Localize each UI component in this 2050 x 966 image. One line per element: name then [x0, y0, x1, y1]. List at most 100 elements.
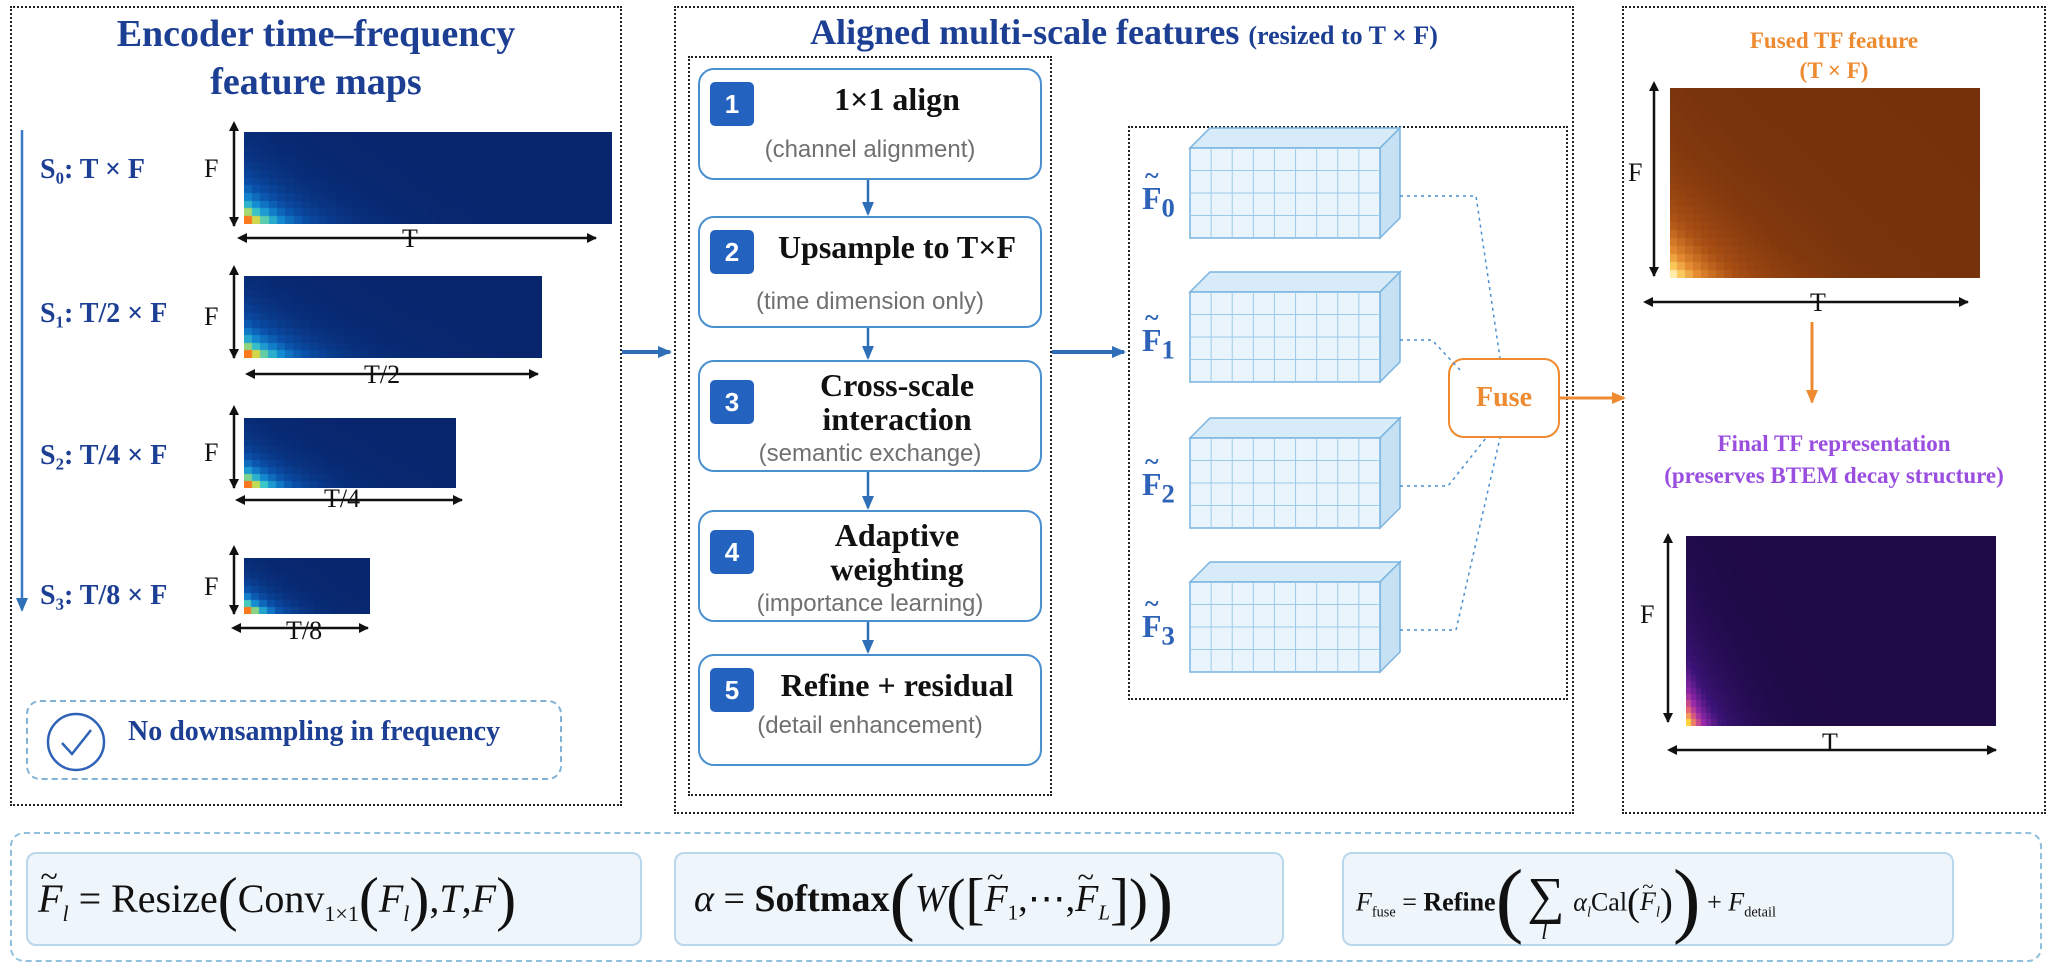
- aligned-features-box: [1128, 126, 1568, 700]
- feature-label-1-sub: 1: [1161, 334, 1175, 365]
- no-downsampling-note: [26, 700, 562, 780]
- feature-map-s1: [244, 276, 542, 358]
- formula-1-resize: Resize: [111, 876, 218, 921]
- output-panel: [1622, 6, 2046, 814]
- alignment-title-sub: (resized to T × F): [1248, 21, 1438, 50]
- feature-label-3: F3: [1142, 608, 1175, 651]
- feature-block-2: [1188, 416, 1402, 530]
- fused-f-axis-label: F: [1628, 158, 1643, 187]
- step-4-title: Adaptive weighting: [758, 518, 1036, 586]
- formula-2-lhs: α: [694, 878, 714, 920]
- fuse-box: [1448, 358, 1560, 438]
- formula-2-fl: F: [1075, 832, 1098, 944]
- feature-label-2-sub: 2: [1161, 478, 1175, 509]
- final-title-line1: Final TF representation: [1717, 431, 1951, 456]
- steps-container: [688, 56, 1052, 796]
- f-axis-label-s0: F: [204, 154, 219, 183]
- scale-label-s1: S₁: T/2 × F: [40, 298, 168, 329]
- scale-label-s3: S₃: T/8 × F: [40, 580, 168, 611]
- feature-label-1-letter: F: [1142, 322, 1162, 358]
- final-representation-map: [1686, 536, 1996, 726]
- feature-label-0: F0: [1142, 180, 1175, 223]
- formula-2-softmax: Softmax: [754, 878, 890, 920]
- feature-blocks: [1188, 126, 1402, 674]
- step-3: 3 Cross-scale interaction (semantic exch…: [698, 360, 1042, 472]
- feature-2-to-fuse-line: [1400, 437, 1487, 487]
- fused-feature-map: [1670, 88, 1980, 278]
- step-3-title: Cross-scale interaction: [758, 368, 1036, 436]
- check-circle-icon: [46, 712, 106, 772]
- fused-feature-title-line2: (T × F): [1799, 58, 1869, 83]
- alignment-title-main: Aligned multi-scale features: [810, 12, 1240, 52]
- feature-label-2-letter: F: [1142, 466, 1162, 502]
- formula-1-lhs-sub: l: [62, 901, 69, 926]
- feature-label-2: F2: [1142, 466, 1175, 509]
- encoder-title-line1: Encoder time–frequency: [116, 13, 516, 55]
- scale-label-s0: S₀: T × F: [40, 154, 146, 185]
- step-1-title: 1×1 align: [834, 81, 960, 117]
- no-downsampling-text: No downsampling in frequency: [128, 716, 501, 747]
- formula-3-arg: F: [1640, 842, 1656, 947]
- formula-3-lhs-sub: fuse: [1371, 904, 1396, 921]
- step-4: 4 Adaptive weighting (importance learnin…: [698, 510, 1042, 622]
- formula-1: Fl = Resize(Conv1×1(Fl),T,F): [38, 831, 638, 944]
- step-2: 2 Upsample to T×F (time dimension only): [698, 216, 1042, 328]
- formula-3-cal: Cal: [1590, 887, 1628, 917]
- step-2-number: 2: [710, 230, 754, 274]
- f-axis-label-s3: F: [204, 572, 219, 601]
- step-3-title-line2: interaction: [822, 401, 972, 437]
- formula-1-conv-sub: 1×1: [324, 901, 359, 926]
- formula-2-f1-sub: 1: [1007, 900, 1019, 925]
- encoder-title: Encoder time–frequency feature maps: [10, 10, 622, 106]
- fused-feature-title: Fused TF feature (T × F): [1622, 26, 2046, 86]
- step-2-title: Upsample to T×F: [777, 229, 1017, 265]
- formula-3-detail-sub: detail: [1744, 904, 1776, 921]
- formula-1-t: T: [439, 876, 462, 921]
- formula-1-arg-sub: l: [403, 901, 410, 926]
- feature-block-3: [1188, 560, 1402, 674]
- step-4-subtitle: (importance learning): [756, 590, 984, 617]
- feature-label-3-letter: F: [1142, 608, 1162, 644]
- feature-map-s0: [244, 132, 612, 224]
- step-5-title: Refine + residual: [780, 667, 1014, 703]
- step-1-subtitle: (channel alignment): [764, 136, 976, 163]
- feature-map-s3: [244, 558, 370, 614]
- feature-label-3-sub: 3: [1161, 620, 1175, 651]
- formula-3-detail: F: [1728, 887, 1745, 917]
- step-5-subtitle: (detail enhancement): [757, 712, 983, 739]
- step-3-subtitle: (semantic exchange): [758, 440, 982, 467]
- formula-3-sum-index: l: [1541, 919, 1548, 945]
- feature-label-0-letter: F: [1142, 180, 1162, 216]
- formula-3-lhs: F: [1356, 887, 1372, 917]
- formula-2-w: W: [914, 878, 947, 920]
- formula-3-alpha: α: [1573, 887, 1587, 917]
- formula-1-lhs: F: [38, 831, 62, 944]
- formula-1-f: F: [471, 876, 497, 921]
- feature-3-to-fuse-line: [1400, 437, 1501, 631]
- formula-1-arg: F: [378, 876, 404, 921]
- feature-0-to-fuse-line: [1400, 195, 1501, 359]
- feature-map-s2: [244, 418, 456, 488]
- final-f-axis-label: F: [1640, 600, 1655, 629]
- alignment-title: Aligned multi-scale features (resized to…: [674, 10, 1574, 58]
- step-5: 5 Refine + residual (detail enhancement): [698, 654, 1042, 766]
- fused-feature-title-line1: Fused TF feature: [1749, 28, 1919, 53]
- encoder-title-line2: feature maps: [210, 61, 422, 103]
- f-axis-label-s1: F: [204, 302, 219, 331]
- formula-3-sum: ∑l: [1527, 868, 1565, 945]
- feature-block-0: [1188, 126, 1402, 240]
- step-3-title-line1: Cross-scale: [819, 367, 975, 403]
- formula-2-box: [674, 852, 1284, 946]
- step-1-number: 1: [710, 82, 754, 126]
- formula-3-alpha-sub: l: [1586, 904, 1591, 921]
- formula-2-fl-sub: L: [1098, 900, 1110, 925]
- scale-label-s2: S₂: T/4 × F: [40, 440, 168, 471]
- step-4-number: 4: [710, 530, 754, 574]
- feature-label-1: F1: [1142, 322, 1175, 365]
- f-axis-label-s2: F: [204, 438, 219, 467]
- feature-label-0-sub: 0: [1161, 192, 1175, 223]
- step-3-number: 3: [710, 380, 754, 424]
